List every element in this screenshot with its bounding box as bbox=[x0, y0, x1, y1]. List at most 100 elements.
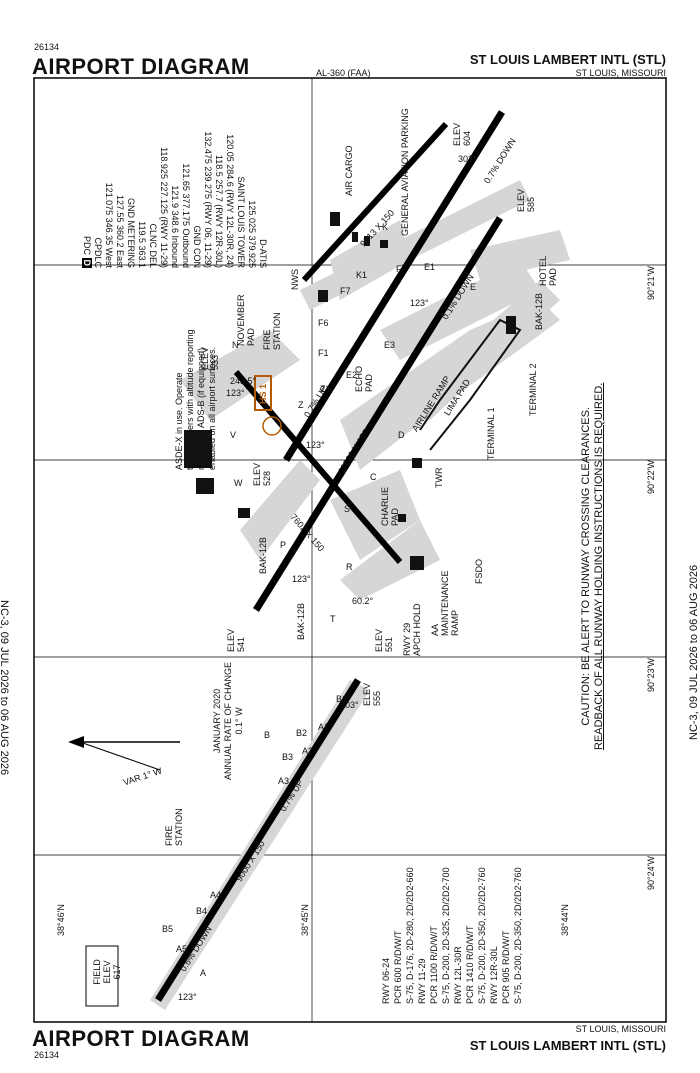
taxiway-label: E2 bbox=[346, 370, 358, 380]
elev-label: ELEV bbox=[374, 628, 384, 652]
nws-label: NWS bbox=[290, 269, 300, 290]
elev-value: 528 bbox=[262, 470, 272, 486]
taxiway-label: K bbox=[382, 222, 389, 232]
charlie-pad-label: CHARLIE PAD bbox=[380, 486, 400, 526]
frequency-block: D-ATIS 125.025 379.925 SAINT LOUIS TOWER… bbox=[81, 98, 268, 268]
taxiway-label: Z bbox=[298, 400, 304, 410]
taxiway-label: K1 bbox=[356, 270, 368, 280]
taxiway-label: E3 bbox=[384, 340, 396, 350]
lat-label: 38°46'N bbox=[56, 904, 66, 936]
rwy-data-line: S-75, D-176, 2D-280, 2D/2D2-660 bbox=[405, 867, 415, 1004]
field-elev-value: 617 bbox=[112, 964, 122, 980]
heading-label: 123° bbox=[292, 574, 311, 584]
aa-maintenance-label: AA MAINTENANCE RAMP bbox=[430, 570, 460, 636]
taxiway-label: A2 bbox=[302, 746, 314, 756]
taxiway-label: S bbox=[344, 504, 351, 514]
runway-12r-30l-north bbox=[253, 216, 503, 612]
caution-line: READBACK OF ALL RUNWAY HOLDING INSTRUCTI… bbox=[593, 382, 605, 750]
taxiway-label: L bbox=[440, 308, 446, 318]
freq-line: SAINT LOUIS TOWER bbox=[236, 176, 246, 268]
freq-line: 127.55 360.2 East bbox=[115, 194, 125, 268]
terminal-outline bbox=[419, 318, 522, 451]
freq-line: 118.925 227.125 (RWY 11-29) bbox=[159, 147, 169, 268]
bak12b-label: BAK-12B bbox=[296, 602, 306, 640]
taxiway-label: A1 bbox=[318, 722, 330, 732]
rwy29-hold-label: RWY 29 APCH HOLD bbox=[402, 603, 422, 656]
taxiway-label: B5 bbox=[162, 924, 174, 934]
rwy-data-line: PCR 1100 R/D/W/T bbox=[429, 926, 439, 1004]
taxiway-label: Z1 bbox=[320, 384, 331, 394]
field-elev-label: FIELD bbox=[92, 959, 102, 985]
rwy-data-line: PCR 600 R/D/W/T bbox=[393, 930, 403, 1004]
freq-line: CPDLC bbox=[93, 237, 103, 268]
freq-line: 118.5 257.7 (RWY 12R-30L) bbox=[214, 154, 224, 268]
taxiway-label: B3 bbox=[282, 752, 294, 762]
rwy-data-line: PCR 1410 R/D/W/T bbox=[465, 925, 475, 1004]
taxiway-label: T bbox=[330, 614, 336, 624]
taxiway-label: P bbox=[280, 540, 287, 550]
elev-value: 533 bbox=[210, 354, 220, 370]
field-elev-label: ELEV bbox=[102, 960, 112, 984]
hot-spot-label: HS 1 bbox=[258, 383, 268, 404]
city-top: ST LOUIS, MISSOURI bbox=[575, 68, 666, 78]
runway-data-block: RWY 06-24 PCR 600 R/D/W/T S-75, D-176, 2… bbox=[380, 867, 524, 1004]
taxiway-label: A3 bbox=[278, 776, 290, 786]
procedure-number-bottom: 26134 bbox=[34, 1050, 60, 1060]
taxiway-label: D bbox=[398, 430, 405, 440]
lat-label: 38°44'N bbox=[560, 904, 570, 936]
freq-line: 121.9 348.6 Inbound bbox=[170, 185, 180, 268]
bak12b-label: BAK-12B bbox=[534, 292, 544, 330]
heading-label: 123° bbox=[226, 388, 245, 398]
november-pad-label: NOVEMBER PAD bbox=[236, 294, 256, 346]
city-bottom: ST LOUIS, MISSOURI bbox=[575, 1024, 666, 1034]
rwy-data-line: RWY 11-29 bbox=[417, 958, 427, 1004]
taxiway-label: A4 bbox=[210, 890, 222, 900]
heading-label: 123° bbox=[410, 298, 429, 308]
variation-rate-label: ANNUAL RATE OF CHANGE bbox=[223, 661, 233, 780]
taxiway-label: F7 bbox=[340, 286, 351, 296]
lon-label: 90°22'W bbox=[646, 460, 656, 494]
taxiway-label: W bbox=[234, 478, 243, 488]
hot-spot-hs1 bbox=[254, 375, 272, 411]
heading-label: 303° bbox=[340, 700, 359, 710]
freq-line: 125.025 379.925 bbox=[247, 200, 257, 268]
freq-line: GND CON bbox=[192, 225, 202, 269]
freq-line: 121.075 346.35 West bbox=[104, 182, 114, 268]
elev-label: ELEV bbox=[362, 682, 372, 706]
fsdo-label: FSDO bbox=[474, 558, 484, 584]
runway-12l-30r bbox=[283, 110, 505, 462]
page-title-bottom: AIRPORT DIAGRAM bbox=[32, 1026, 250, 1051]
freq-line: 119.5 363.1 bbox=[137, 221, 147, 268]
taxiway-label: B4 bbox=[196, 906, 208, 916]
heading-label: 243.5° bbox=[230, 376, 257, 386]
taxiway-label: R bbox=[346, 562, 353, 572]
elev-value: 541 bbox=[236, 636, 246, 652]
runway-12r-30l-south bbox=[155, 678, 361, 1002]
elev-value: 555 bbox=[372, 690, 382, 706]
variation-rate: 0.1° W bbox=[234, 707, 244, 735]
rwy-data-line: S-75, D-200, 2D-350, 2D/2D2-760 bbox=[513, 867, 523, 1004]
elev-label: ELEV bbox=[516, 188, 526, 212]
rwy-data-line: RWY 12R-30L bbox=[489, 946, 499, 1004]
airport-name-top: ST LOUIS LAMBERT INTL (STL) bbox=[469, 52, 666, 67]
taxiway-label: E bbox=[470, 282, 477, 292]
asde-x-note: ASDE-X in use. Operate transponders with… bbox=[174, 329, 217, 470]
procedure-number-top: 26134 bbox=[34, 42, 60, 52]
rwy-data-line: S-75, D-200, 2D-350, 2D/2D2-760 bbox=[477, 867, 487, 1004]
field-elev: FIELD ELEV 617 bbox=[92, 944, 122, 1000]
elev-value: 585 bbox=[526, 196, 536, 212]
lat-label: 38°45'N bbox=[300, 904, 310, 936]
field-elev-box bbox=[85, 945, 119, 1007]
variation-block: JANUARY 2020 ANNUAL RATE OF CHANGE 0.1° … bbox=[212, 662, 245, 780]
taxiway-label: F1 bbox=[318, 348, 329, 358]
hot-spot-circle bbox=[262, 416, 282, 436]
freq-line: CLNC DEL bbox=[148, 223, 158, 268]
lon-label: 90°21'W bbox=[646, 266, 656, 300]
taxiway-label: A5 bbox=[176, 944, 188, 954]
elev-label: ELEV bbox=[252, 462, 262, 486]
taxiway-label: C bbox=[370, 472, 377, 482]
runways bbox=[155, 110, 505, 1002]
